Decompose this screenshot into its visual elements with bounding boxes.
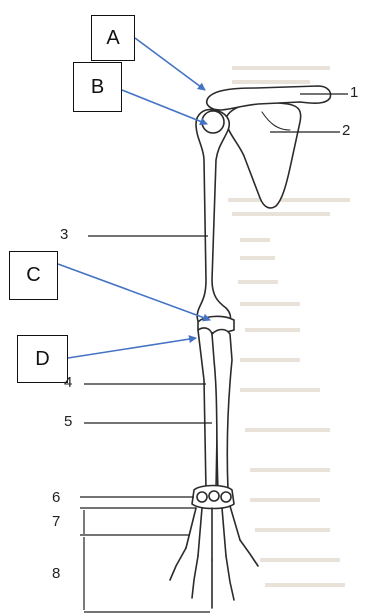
arrow-a <box>135 38 205 90</box>
number-label-6: 6 <box>52 489 60 506</box>
label-box-b: B <box>73 62 122 112</box>
number-label-3: 3 <box>60 226 68 243</box>
label-box-c: C <box>9 251 58 300</box>
number-label-7: 7 <box>52 513 60 530</box>
number-label-8: 8 <box>52 565 60 582</box>
label-box-c-text: C <box>26 264 40 287</box>
number-label-4: 4 <box>64 374 72 391</box>
number-label-5: 5 <box>64 413 72 430</box>
arrow-b <box>122 90 207 124</box>
arrow-c <box>58 264 210 320</box>
number-label-1: 1 <box>350 84 358 101</box>
label-box-d: D <box>17 335 68 383</box>
number-label-2: 2 <box>342 122 350 139</box>
label-box-b-text: B <box>91 76 104 99</box>
scapula-shape <box>226 103 301 208</box>
label-box-d-text: D <box>35 348 49 371</box>
arrow-d <box>68 338 196 358</box>
humerus-shape <box>196 110 231 326</box>
label-box-a-text: A <box>106 27 119 50</box>
label-box-a: A <box>91 15 135 61</box>
